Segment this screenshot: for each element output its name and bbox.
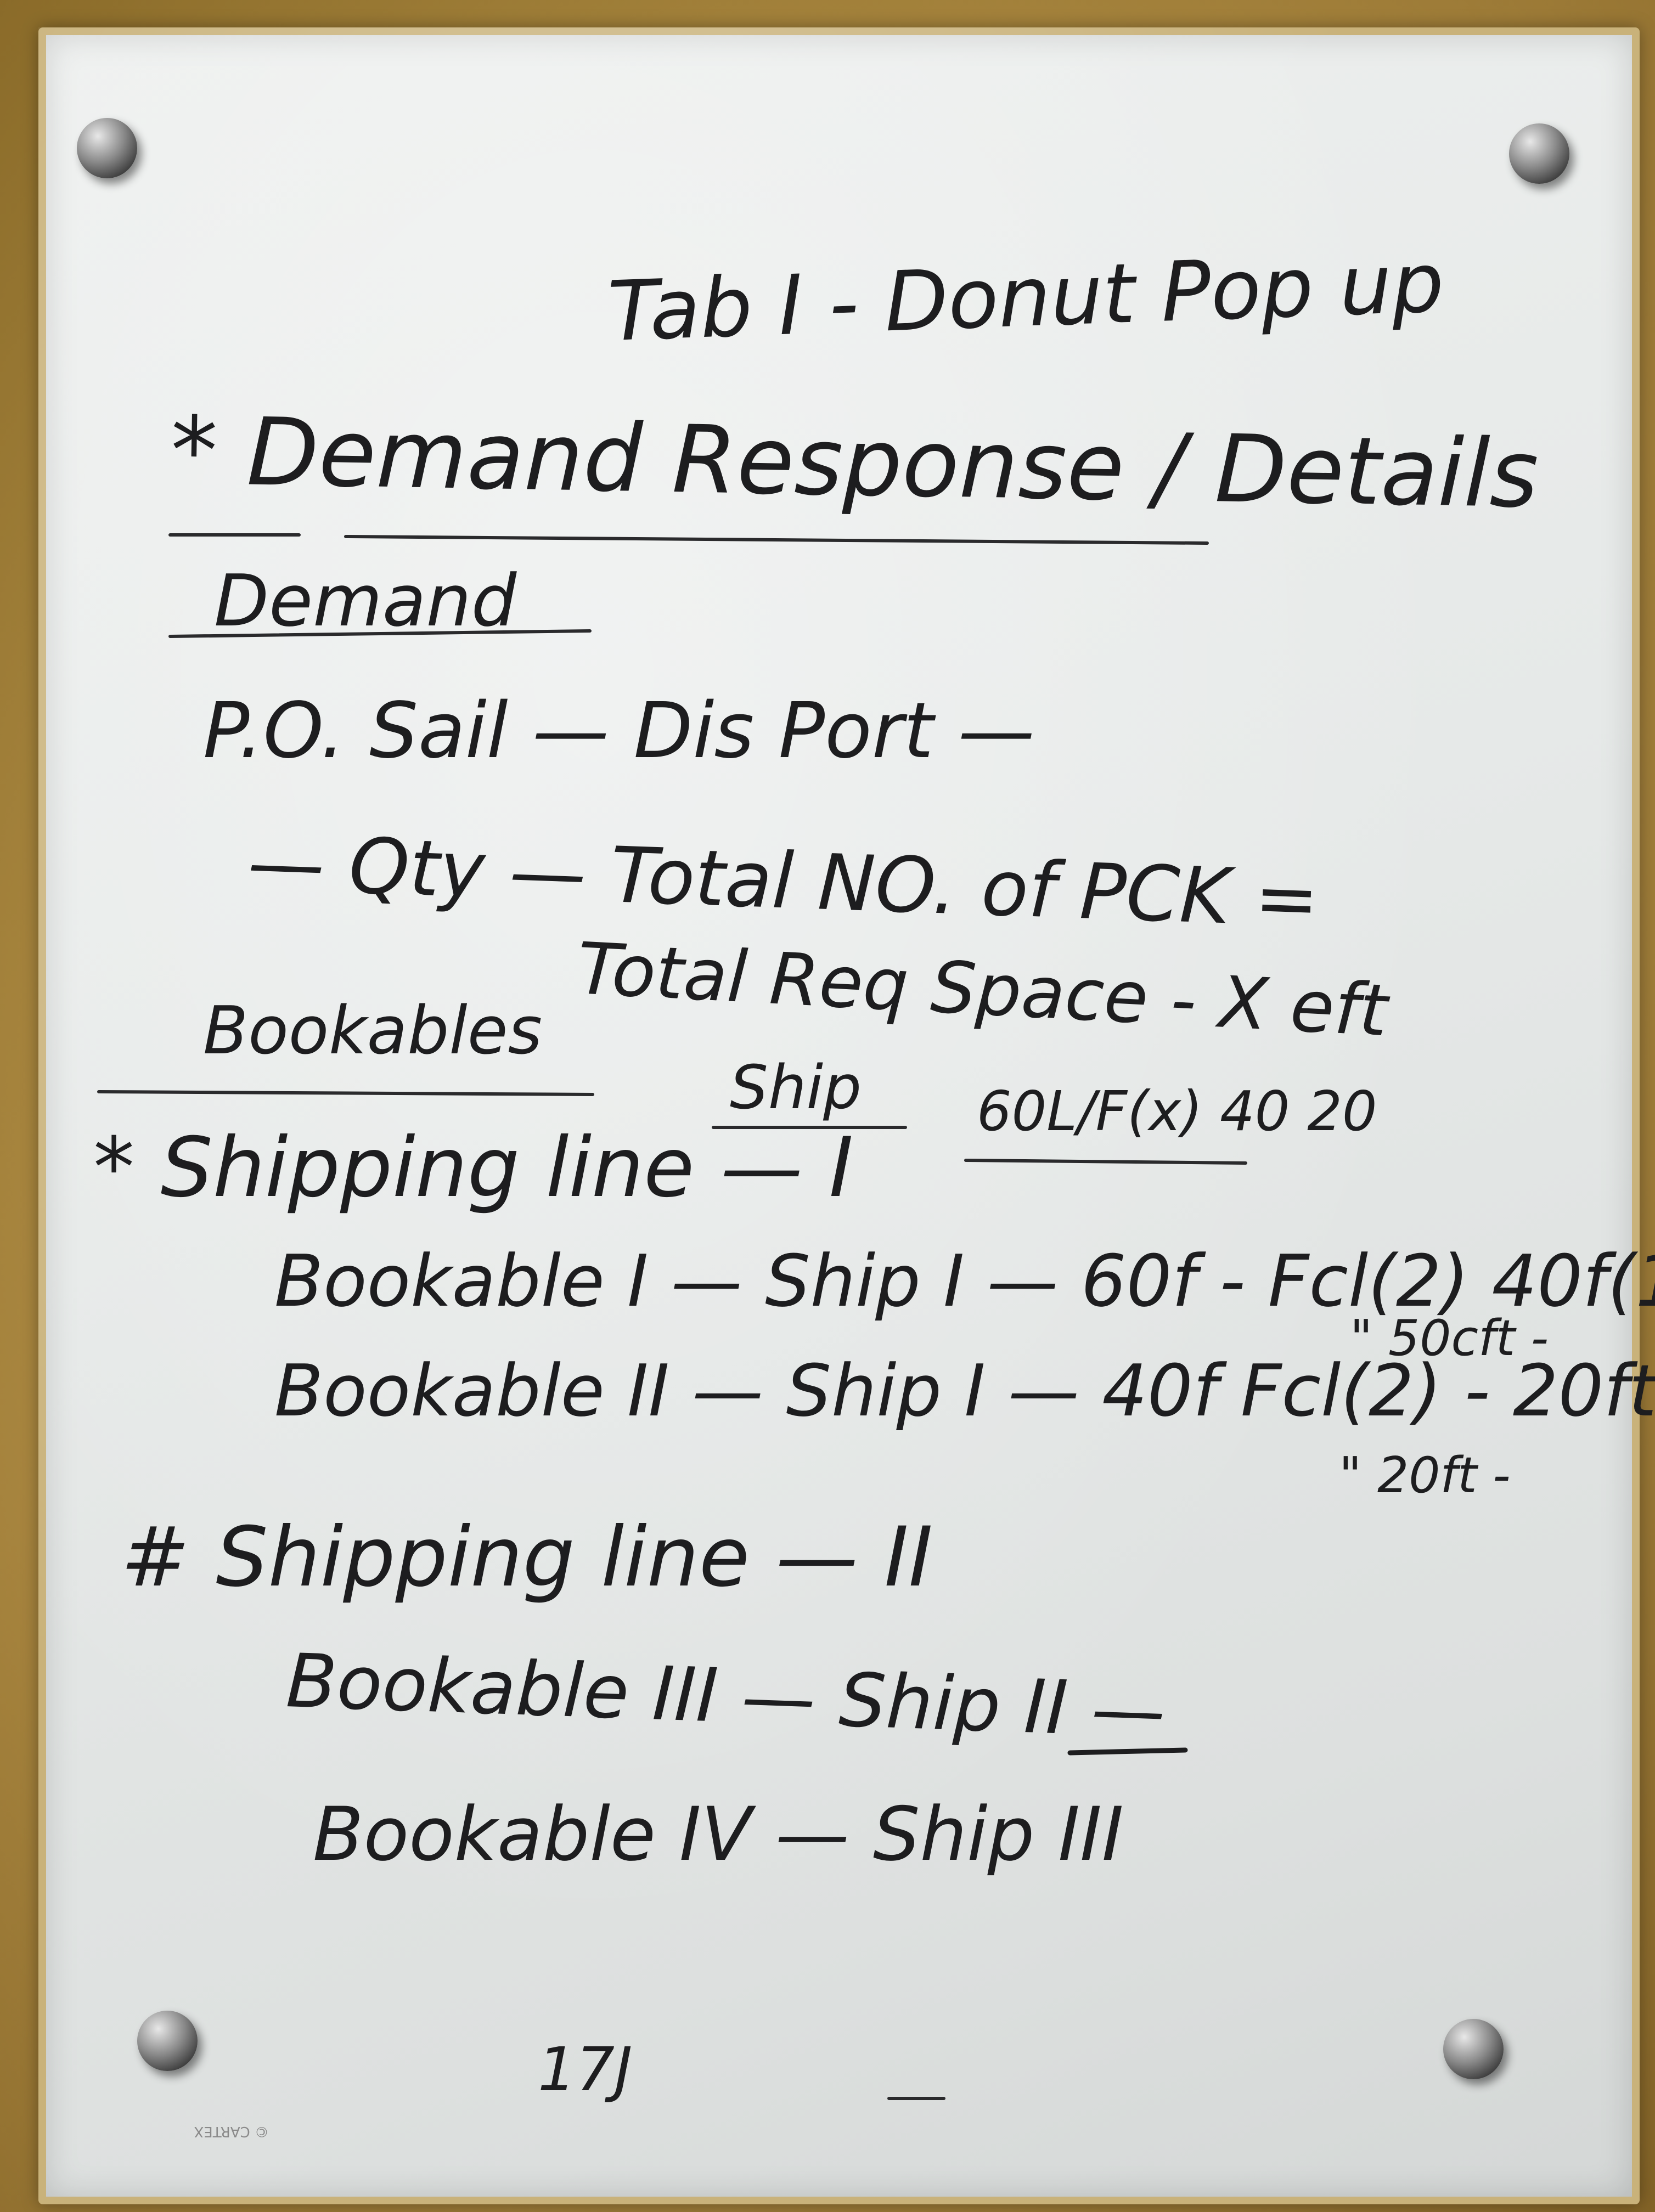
column-ship: Ship bbox=[730, 1052, 862, 1122]
line-total-req-space: Total Req Space - X eft bbox=[575, 927, 1392, 1052]
line-bookable-2: Bookable II — Ship I — 40f Fcl(2) - 20ft… bbox=[274, 1349, 1655, 1432]
section-demand: Demand bbox=[214, 559, 517, 642]
mount-standoff-top-right bbox=[1509, 123, 1569, 184]
mount-standoff-top-left bbox=[77, 118, 137, 178]
line-bookable-2-sub: " 20ft - bbox=[1339, 1447, 1511, 1504]
mount-standoff-bottom-left bbox=[137, 2011, 198, 2071]
mount-standoff-bottom-right bbox=[1443, 2019, 1504, 2079]
heading-tab-donut-popup: Tab I - Donut Pop up bbox=[606, 235, 1445, 360]
section-bookables: Bookables bbox=[203, 993, 542, 1069]
line-po-sail-disport: P.O. Sail — Dis Port — bbox=[203, 686, 1035, 776]
whiteboard bbox=[38, 27, 1640, 2204]
footer-scribble: 17J bbox=[538, 2034, 632, 2104]
heading-demand-response-details: * Demand Response / Details bbox=[170, 397, 1539, 529]
board-brand-mark: © CARTEX bbox=[194, 2123, 269, 2140]
line-qty-total-packages: — Qty — Total NO. of PCK = bbox=[246, 818, 1320, 945]
column-container-sizes: 60L/F(x) 40 20 bbox=[977, 1079, 1377, 1143]
line-shipping-line-1: * Shipping line — I bbox=[93, 1120, 853, 1216]
line-bookable-4: Bookable IV — Ship III bbox=[313, 1791, 1124, 1877]
line-bookable-3: Bookable III — Ship II — bbox=[285, 1638, 1167, 1754]
line-shipping-line-2: # Shipping line — II bbox=[121, 1510, 933, 1605]
line-bookable-1: Bookable I — Ship I — 60f - Fcl(2) 40f(1… bbox=[274, 1239, 1655, 1323]
line-bookable-1-sub: " 50cft - bbox=[1350, 1310, 1549, 1367]
